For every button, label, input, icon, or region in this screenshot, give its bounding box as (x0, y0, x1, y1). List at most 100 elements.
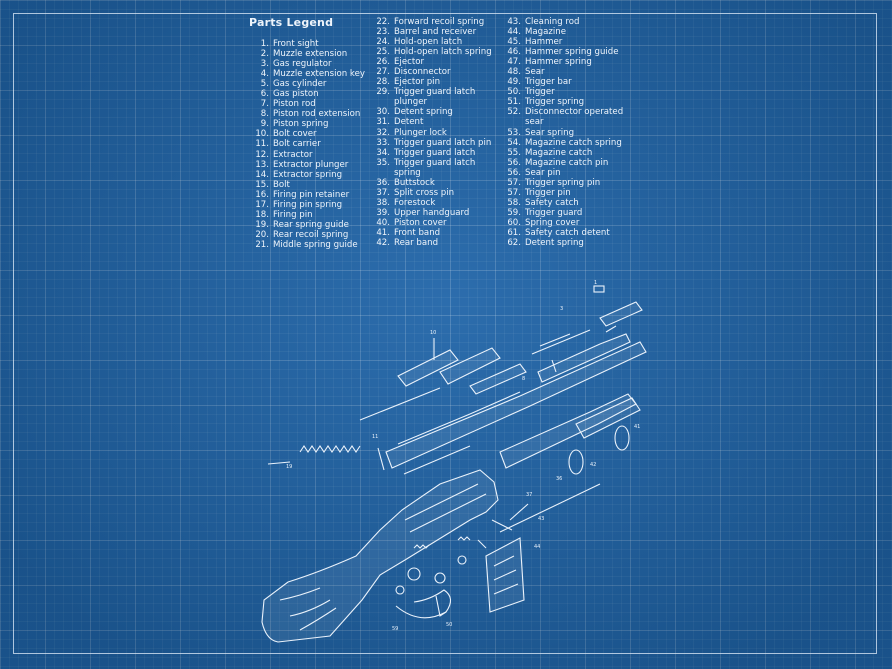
legend-item-label: Barrel and receiver (394, 27, 477, 38)
legend-item-number: 58. (507, 197, 521, 208)
legend-item-number: 41. (376, 227, 390, 238)
svg-text:50: 50 (446, 622, 452, 628)
legend-item: 27. Disconnector (371, 67, 496, 77)
svg-text:19: 19 (286, 464, 292, 470)
rear-band (568, 449, 584, 475)
legend-item-label: Trigger guard latch spring (394, 157, 476, 178)
legend-item-number: 33. (376, 137, 390, 148)
legend-item-label: Trigger (525, 87, 555, 98)
legend-item-number: 56. (507, 167, 521, 178)
legend-item-number: 29. (376, 87, 390, 98)
legend-item-label: Plunger lock (394, 127, 447, 138)
legend-item: 56. Sear pin (502, 168, 627, 178)
legend-item: 46.Hammer spring guide (502, 47, 627, 57)
legend-item-label: Magazine catch pin (525, 157, 609, 168)
legend-item-label: Trigger bar (525, 77, 572, 88)
legend-item: 45. Hammer (502, 37, 627, 47)
svg-text:37: 37 (526, 492, 532, 498)
legend-item-label: Sear pin (525, 167, 561, 178)
legend-item-label: Piston cover (394, 217, 447, 228)
legend-item-label: Trigger guard latch (394, 147, 476, 158)
legend-item: 11.Bolt carrier (250, 139, 365, 149)
legend-item: 53. Sear spring (502, 128, 627, 138)
legend-item-number: 60. (507, 217, 521, 228)
legend-item-number: 1. (260, 39, 269, 49)
legend-item: 19.Rear spring guide (250, 220, 365, 230)
legend-item-label: Bolt (273, 179, 290, 190)
legend-item-number: 13. (255, 159, 269, 170)
legend-item-label: Piston rod (273, 99, 316, 110)
hammer (407, 567, 421, 581)
legend-item-label: Hammer spring guide (525, 47, 619, 58)
legend-item: 7. Piston rod (250, 99, 365, 109)
legend-item-label: Disconnector (394, 67, 451, 78)
legend-item-label: Firing pin retainer (273, 189, 350, 200)
legend-item-number: 24. (376, 37, 390, 48)
legend-item-label: Forestock (394, 197, 436, 208)
legend-item-number: 18. (255, 209, 269, 220)
legend-item-label: Ejector pin (394, 77, 441, 88)
legend-item: 59.Trigger guard (502, 208, 627, 218)
legend-item: 29.Trigger guard latch plunger (371, 87, 496, 107)
legend-item-label: Magazine catch spring (525, 137, 622, 148)
legend-item-label: Middle spring guide (273, 239, 358, 250)
legend-item-number: 53. (507, 127, 521, 138)
legend-item-label: Muzzle extension key (273, 69, 365, 80)
legend-item-label: Cleaning rod (525, 17, 580, 27)
cleaning-rod (499, 483, 601, 533)
legend-item-label: Trigger guard (525, 207, 583, 218)
legend-item-label: Hold-open latch spring (394, 47, 492, 58)
legend-item-label: Ejector (394, 57, 424, 68)
legend-item-label: Safety catch detent (525, 227, 610, 238)
legend-item-number: 45. (507, 37, 521, 48)
legend-item: 33.Trigger guard latch pin (371, 138, 496, 148)
legend-item: 43.Cleaning rod (502, 17, 627, 27)
legend-item-label: Extractor plunger (273, 159, 349, 170)
legend-item-label: Disconnector operated sear (525, 107, 624, 128)
legend-item: 50.Trigger (502, 87, 627, 97)
svg-text:41: 41 (634, 424, 640, 430)
legend-item-label: Safety catch (525, 197, 579, 208)
legend-item-number: 54. (507, 137, 521, 148)
legend-item: 56. Magazine catch pin (502, 158, 627, 168)
legend-item-number: 38. (376, 197, 390, 208)
legend-item-number: 7. (260, 99, 269, 110)
legend-item-number: 34. (376, 147, 390, 158)
legend-item-number: 51. (507, 97, 521, 108)
legend-item-number: 27. (376, 67, 390, 78)
legend-item-number: 56. (507, 157, 521, 168)
legend-item-number: 19. (255, 219, 269, 230)
legend-item-number: 16. (255, 189, 269, 200)
legend-item-number: 35. (376, 157, 390, 168)
legend-item: 44.Magazine (502, 27, 627, 37)
legend-item: 57.Trigger pin (502, 188, 627, 198)
legend-item-label: Bolt cover (273, 129, 317, 140)
legend-item-label: Hammer (525, 37, 563, 48)
legend-item: 8.Piston rod extension (250, 109, 365, 119)
legend-item-label: Bolt carrier (273, 139, 321, 150)
legend-item-number: 55. (507, 147, 521, 158)
legend-item-label: Piston spring (273, 119, 329, 130)
legend-item: 25.Hold-open latch spring (371, 47, 496, 57)
legend-item-number: 14. (255, 169, 269, 180)
legend-item: 32.Plunger lock (371, 128, 496, 138)
legend-item: 38. Forestock (371, 198, 496, 208)
svg-text:43: 43 (538, 516, 544, 522)
legend-item-label: Upper handguard (394, 207, 470, 218)
legend-item: 55. Magazine catch (502, 148, 627, 158)
legend-item: 42.Rear band (371, 238, 496, 248)
legend-item-number: 26. (376, 57, 390, 68)
legend-item-label: Firing pin spring (273, 199, 343, 210)
legend-item-number: 62. (507, 238, 521, 249)
legend-item-label: Rear recoil spring (273, 229, 349, 240)
legend-item-label: Trigger spring (525, 97, 585, 108)
legend-item-label: Piston rod extension (273, 109, 361, 120)
legend-item-label: Forward recoil spring (394, 17, 485, 27)
legend-item: 51. Trigger spring (502, 97, 627, 107)
barrel-and-receiver (385, 341, 647, 469)
legend-item-label: Magazine catch (525, 147, 593, 158)
legend-item-number: 57. (507, 187, 521, 198)
legend-item-label: Sear spring (525, 127, 575, 138)
legend-item-number: 9. (260, 119, 269, 130)
